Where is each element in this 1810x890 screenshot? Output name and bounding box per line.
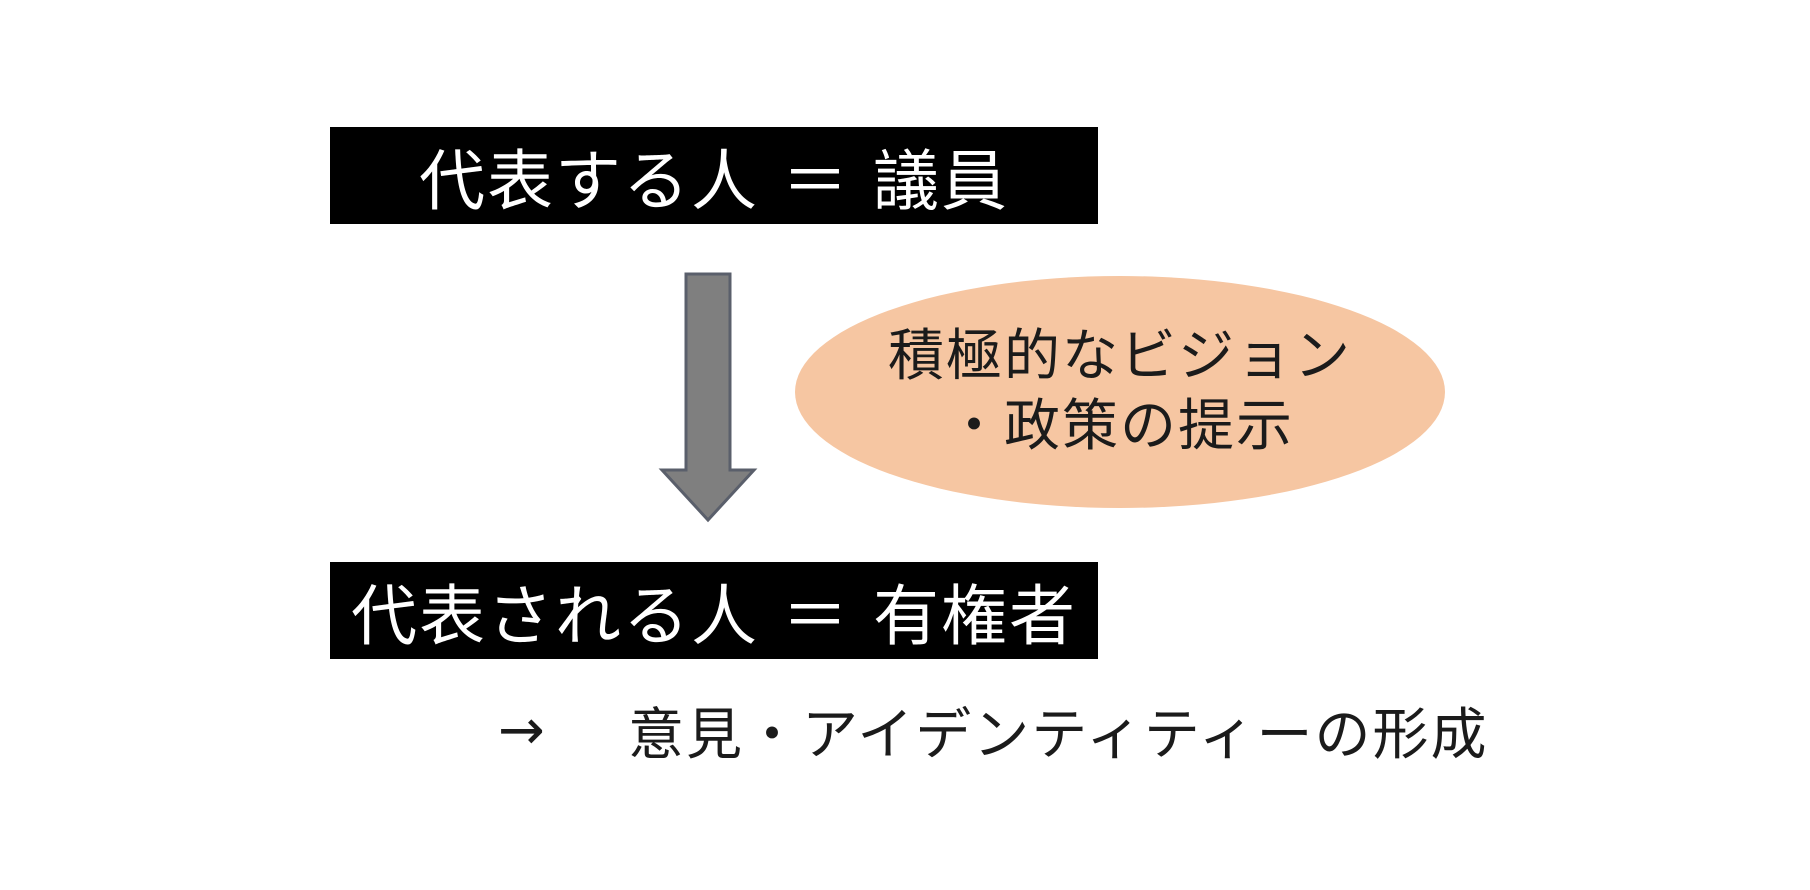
result-line: → 意見・アイデンティティーの形成 xyxy=(498,690,1488,770)
down-arrow-icon xyxy=(658,272,758,523)
represented-label: 代表される人 ＝ 有権者 xyxy=(351,577,1077,655)
vision-ellipse: 積極的なビジョン ・政策の提示 xyxy=(795,276,1445,508)
result-text: 意見・アイデンティティーの形成 xyxy=(628,702,1489,768)
represented-box: 代表される人 ＝ 有権者 xyxy=(330,562,1098,659)
vision-line-2: ・政策の提示 xyxy=(946,394,1294,459)
representative-label: 代表する人 ＝ 議員 xyxy=(419,142,1009,220)
result-arrow-icon: → xyxy=(498,697,545,763)
down-arrow-shape xyxy=(658,272,758,523)
representative-box: 代表する人 ＝ 議員 xyxy=(330,127,1098,224)
vision-line-1: 積極的なビジョン xyxy=(888,324,1352,389)
